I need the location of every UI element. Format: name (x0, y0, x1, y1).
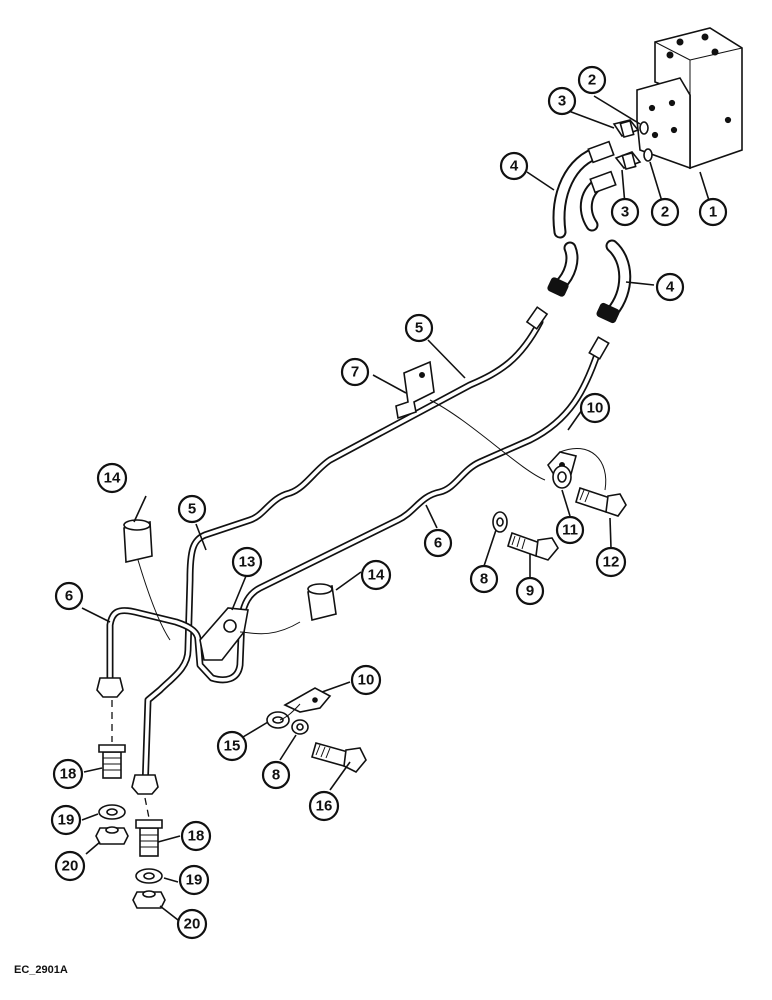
callout-12: 12 (595, 546, 627, 578)
callout-6-left: 6 (54, 581, 84, 611)
svg-text:16: 16 (316, 798, 333, 815)
bolts (311, 486, 627, 773)
callout-18-left: 18 (52, 758, 84, 790)
callout-3-lower: 3 (610, 197, 640, 227)
callout-14-lower: 14 (360, 559, 392, 591)
callout-4-upper: 4 (499, 151, 529, 181)
svg-text:8: 8 (272, 767, 280, 784)
o-rings (639, 121, 653, 162)
svg-text:19: 19 (58, 812, 75, 829)
tube-lower (106, 336, 610, 684)
callout-5-lower: 5 (177, 494, 207, 524)
svg-text:20: 20 (62, 858, 79, 875)
callout-18-right: 18 (180, 820, 212, 852)
callout-15: 15 (216, 730, 248, 762)
callout-10-right: 10 (579, 392, 611, 424)
svg-text:5: 5 (415, 320, 423, 337)
clip-upper (395, 360, 435, 420)
callout-6-mid: 6 (423, 528, 453, 558)
svg-text:4: 4 (510, 158, 519, 175)
svg-text:13: 13 (239, 554, 256, 571)
svg-text:6: 6 (434, 535, 442, 552)
svg-text:3: 3 (621, 204, 629, 221)
assembly-lines (111, 399, 607, 819)
callout-5-upper: 5 (404, 313, 434, 343)
clip-lower (283, 687, 332, 713)
union-fittings (95, 744, 166, 909)
svg-text:2: 2 (588, 72, 596, 89)
tube-upper (141, 306, 549, 794)
callout-4-lower: 4 (655, 272, 685, 302)
svg-text:14: 14 (368, 567, 385, 584)
callout-20-left: 20 (54, 850, 86, 882)
callout-7: 7 (340, 357, 370, 387)
svg-text:8: 8 (480, 571, 488, 588)
svg-text:12: 12 (603, 554, 620, 571)
svg-text:2: 2 (661, 204, 669, 221)
svg-text:5: 5 (188, 501, 196, 518)
svg-text:15: 15 (224, 738, 241, 755)
svg-text:1: 1 (709, 204, 717, 221)
svg-text:9: 9 (526, 583, 534, 600)
valve-block (636, 27, 743, 170)
svg-text:3: 3 (558, 93, 566, 110)
washers (266, 465, 572, 735)
svg-text:19: 19 (186, 872, 203, 889)
callout-9: 9 (515, 576, 545, 606)
hoses (547, 140, 632, 324)
svg-text:7: 7 (351, 364, 359, 381)
callout-2-upper: 2 (577, 65, 607, 95)
callout-19-left: 19 (50, 804, 82, 836)
svg-text:11: 11 (562, 522, 578, 539)
callout-11: 11 (555, 515, 585, 545)
tube-end-nuts (96, 677, 159, 795)
svg-text:10: 10 (358, 672, 375, 689)
callout-20-right: 20 (176, 908, 208, 940)
callout-10-lower: 10 (350, 664, 382, 696)
svg-text:6: 6 (65, 588, 73, 605)
callout-1: 1 (698, 197, 728, 227)
svg-text:20: 20 (184, 916, 201, 933)
svg-text:4: 4 (666, 279, 675, 296)
svg-text:14: 14 (104, 470, 121, 487)
svg-text:18: 18 (188, 828, 205, 845)
callout-8-right: 8 (469, 564, 499, 594)
sleeves (123, 519, 337, 621)
adapters (612, 119, 642, 171)
callout-16: 16 (308, 790, 340, 822)
callout-19-right: 19 (178, 864, 210, 896)
reference-code: EC_2901A (14, 964, 68, 976)
callout-13: 13 (231, 546, 263, 578)
callout-8-lower: 8 (261, 760, 291, 790)
callout-14-upper: 14 (96, 462, 128, 494)
callout-3-upper: 3 (547, 86, 577, 116)
svg-text:18: 18 (60, 766, 77, 783)
svg-text:10: 10 (587, 400, 604, 417)
callout-2-lower: 2 (650, 197, 680, 227)
